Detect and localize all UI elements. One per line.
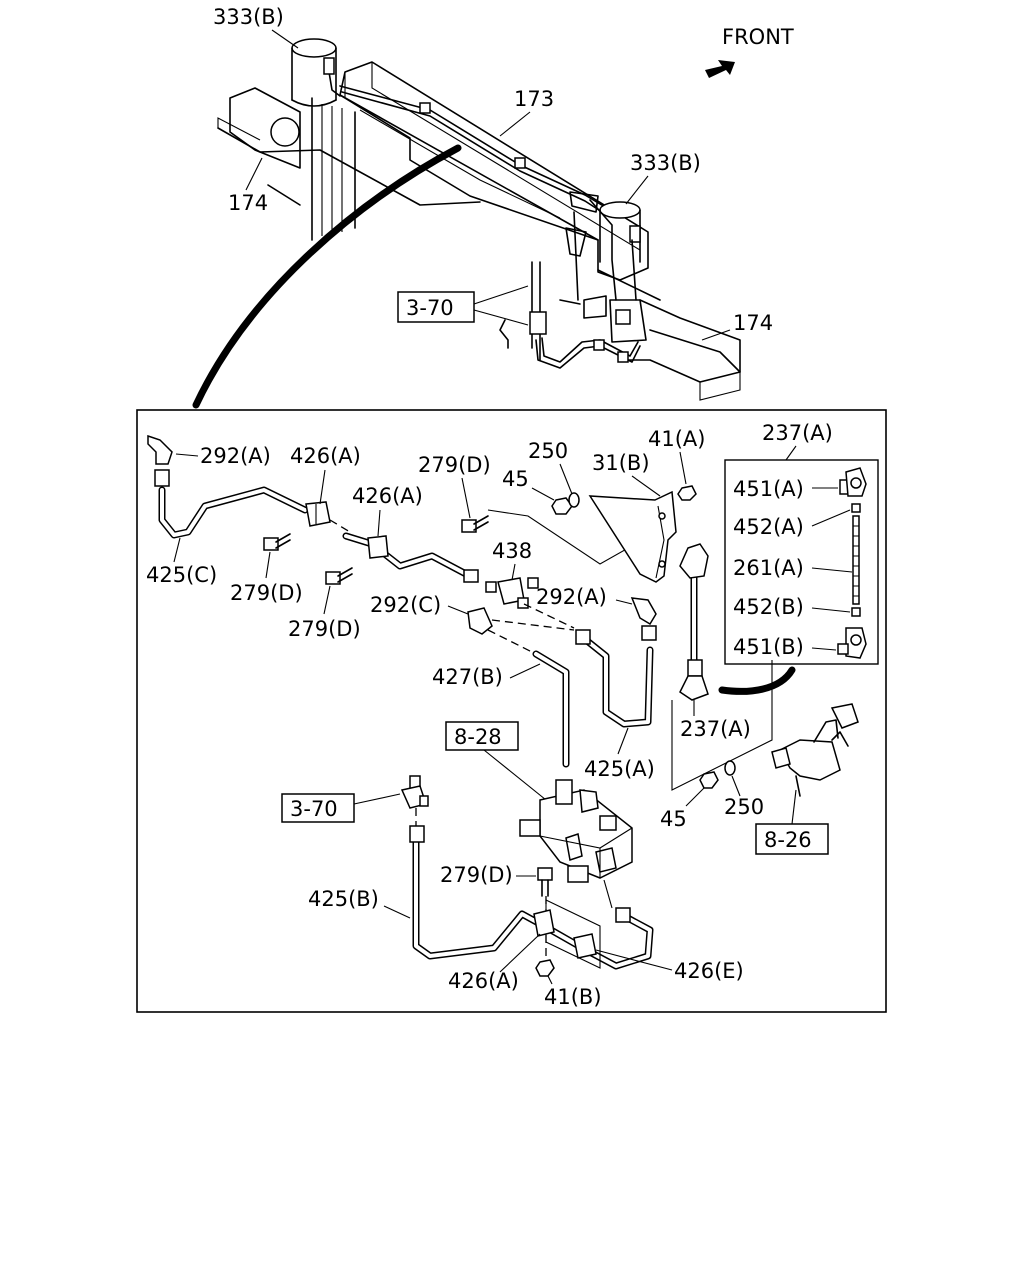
callout-279d-1: 279(D) bbox=[418, 453, 491, 477]
callout-292a-2: 292(A) bbox=[536, 585, 607, 609]
fitting-237a-bottom-icon bbox=[687, 659, 703, 677]
callout-426e: 426(E) bbox=[674, 959, 744, 983]
callout-438: 438 bbox=[492, 539, 532, 563]
detail-box bbox=[136, 409, 887, 1013]
callout-174-left: 174 bbox=[228, 191, 268, 215]
bolt-279d-3-icon bbox=[325, 567, 353, 585]
sub-box-237a bbox=[724, 459, 879, 665]
ref-3-70-top-label: 3-70 bbox=[406, 296, 454, 320]
clip-426a-1-icon bbox=[305, 501, 331, 527]
front-label: FRONT bbox=[722, 25, 794, 49]
nut-41a-icon bbox=[677, 485, 697, 501]
pipe-middle bbox=[342, 532, 470, 578]
clip-426a-3-icon bbox=[533, 909, 555, 937]
callout-237a-2: 237(A) bbox=[680, 717, 751, 741]
callout-451a: 451(A) bbox=[733, 477, 804, 501]
callout-333b-top: 333(B) bbox=[213, 5, 284, 29]
valve-block-icon bbox=[519, 779, 633, 883]
clip-426e-icon bbox=[573, 933, 597, 959]
front-arrow-icon bbox=[705, 60, 735, 78]
callout-426a-3: 426(A) bbox=[448, 969, 519, 993]
frame-assembly-top bbox=[217, 38, 741, 401]
callout-250-1: 250 bbox=[528, 439, 568, 463]
bolt-279d-4-icon bbox=[537, 867, 553, 897]
detail-callout-arc bbox=[192, 144, 462, 409]
callout-452a: 452(A) bbox=[733, 515, 804, 539]
clip-426a-2-icon bbox=[367, 535, 389, 559]
callout-41a: 41(A) bbox=[648, 427, 705, 451]
callout-279d-4: 279(D) bbox=[440, 863, 513, 887]
part-451b-icon bbox=[837, 627, 867, 659]
part-292a-elbow-1-icon bbox=[147, 434, 173, 487]
callout-425b: 425(B) bbox=[308, 887, 379, 911]
ref-box-3-70-top[interactable]: 3-70 bbox=[397, 291, 475, 323]
union-tee-bottom-icon bbox=[400, 775, 429, 809]
callout-292c: 292(C) bbox=[370, 593, 441, 617]
tee-438-icon bbox=[485, 577, 539, 609]
callout-41b: 41(B) bbox=[544, 985, 602, 1009]
callout-292a-1: 292(A) bbox=[200, 444, 271, 468]
callout-174-right: 174 bbox=[733, 311, 773, 335]
callout-451b: 451(B) bbox=[733, 635, 804, 659]
callout-279d-3: 279(D) bbox=[288, 617, 361, 641]
callout-333b-right: 333(B) bbox=[630, 151, 701, 175]
callout-426a-2: 426(A) bbox=[352, 484, 423, 508]
ref-box-3-70-bottom[interactable]: 3-70 bbox=[281, 793, 355, 823]
callout-425a: 425(A) bbox=[584, 757, 655, 781]
fitting-425b-top-icon bbox=[409, 825, 425, 843]
ref-box-8-28[interactable]: 8-28 bbox=[445, 721, 519, 751]
nut-fitting-1-icon bbox=[463, 569, 479, 583]
nut-45-1-icon bbox=[551, 497, 573, 515]
elbow-bottom-237a-icon bbox=[679, 675, 709, 701]
part-261a-icon bbox=[852, 515, 860, 605]
callout-31b: 31(B) bbox=[592, 451, 650, 475]
bolt-279d-2-icon bbox=[263, 533, 291, 551]
ref-8-26-label: 8-26 bbox=[764, 828, 812, 852]
callout-250-2: 250 bbox=[724, 795, 764, 819]
sub-box-arc bbox=[718, 666, 796, 695]
pipe-425c bbox=[158, 486, 309, 539]
nut-45-2-icon bbox=[699, 771, 719, 789]
part-292c-elbow-icon bbox=[467, 607, 493, 635]
elbow-top-237a-icon bbox=[679, 543, 709, 579]
ref-box-8-26[interactable]: 8-26 bbox=[755, 823, 829, 855]
pipe-427b bbox=[532, 650, 570, 768]
callout-427b: 427(B) bbox=[432, 665, 503, 689]
callout-279d-2: 279(D) bbox=[230, 581, 303, 605]
callout-425c: 425(C) bbox=[146, 563, 217, 587]
part-452a-icon bbox=[851, 503, 861, 513]
callout-173: 173 bbox=[514, 87, 554, 111]
callout-452b: 452(B) bbox=[733, 595, 804, 619]
guide-parallelogram bbox=[671, 660, 773, 791]
washer-250-1-icon bbox=[568, 492, 580, 508]
pipe-425a bbox=[582, 636, 654, 728]
ref-8-28-label: 8-28 bbox=[454, 725, 502, 749]
part-292a-elbow-2-icon bbox=[630, 597, 657, 641]
ref-3-70-bottom-label: 3-70 bbox=[290, 797, 338, 821]
washer-250-2-icon bbox=[724, 760, 736, 776]
callout-45-2: 45 bbox=[660, 807, 687, 831]
nut-41b-icon bbox=[535, 959, 555, 977]
part-452b-icon bbox=[851, 607, 861, 617]
callout-426a-1: 426(A) bbox=[290, 444, 361, 468]
callout-237a-box: 237(A) bbox=[762, 421, 833, 445]
bolt-279d-1-icon bbox=[461, 515, 489, 533]
callout-45-1: 45 bbox=[502, 467, 529, 491]
nut-425b-right-icon bbox=[615, 907, 631, 923]
callout-261a: 261(A) bbox=[733, 556, 804, 580]
pressure-switch-icon bbox=[771, 703, 859, 797]
bracket-31b-icon bbox=[588, 490, 677, 583]
part-451a-icon bbox=[839, 467, 867, 497]
nut-425a-icon bbox=[575, 629, 591, 645]
